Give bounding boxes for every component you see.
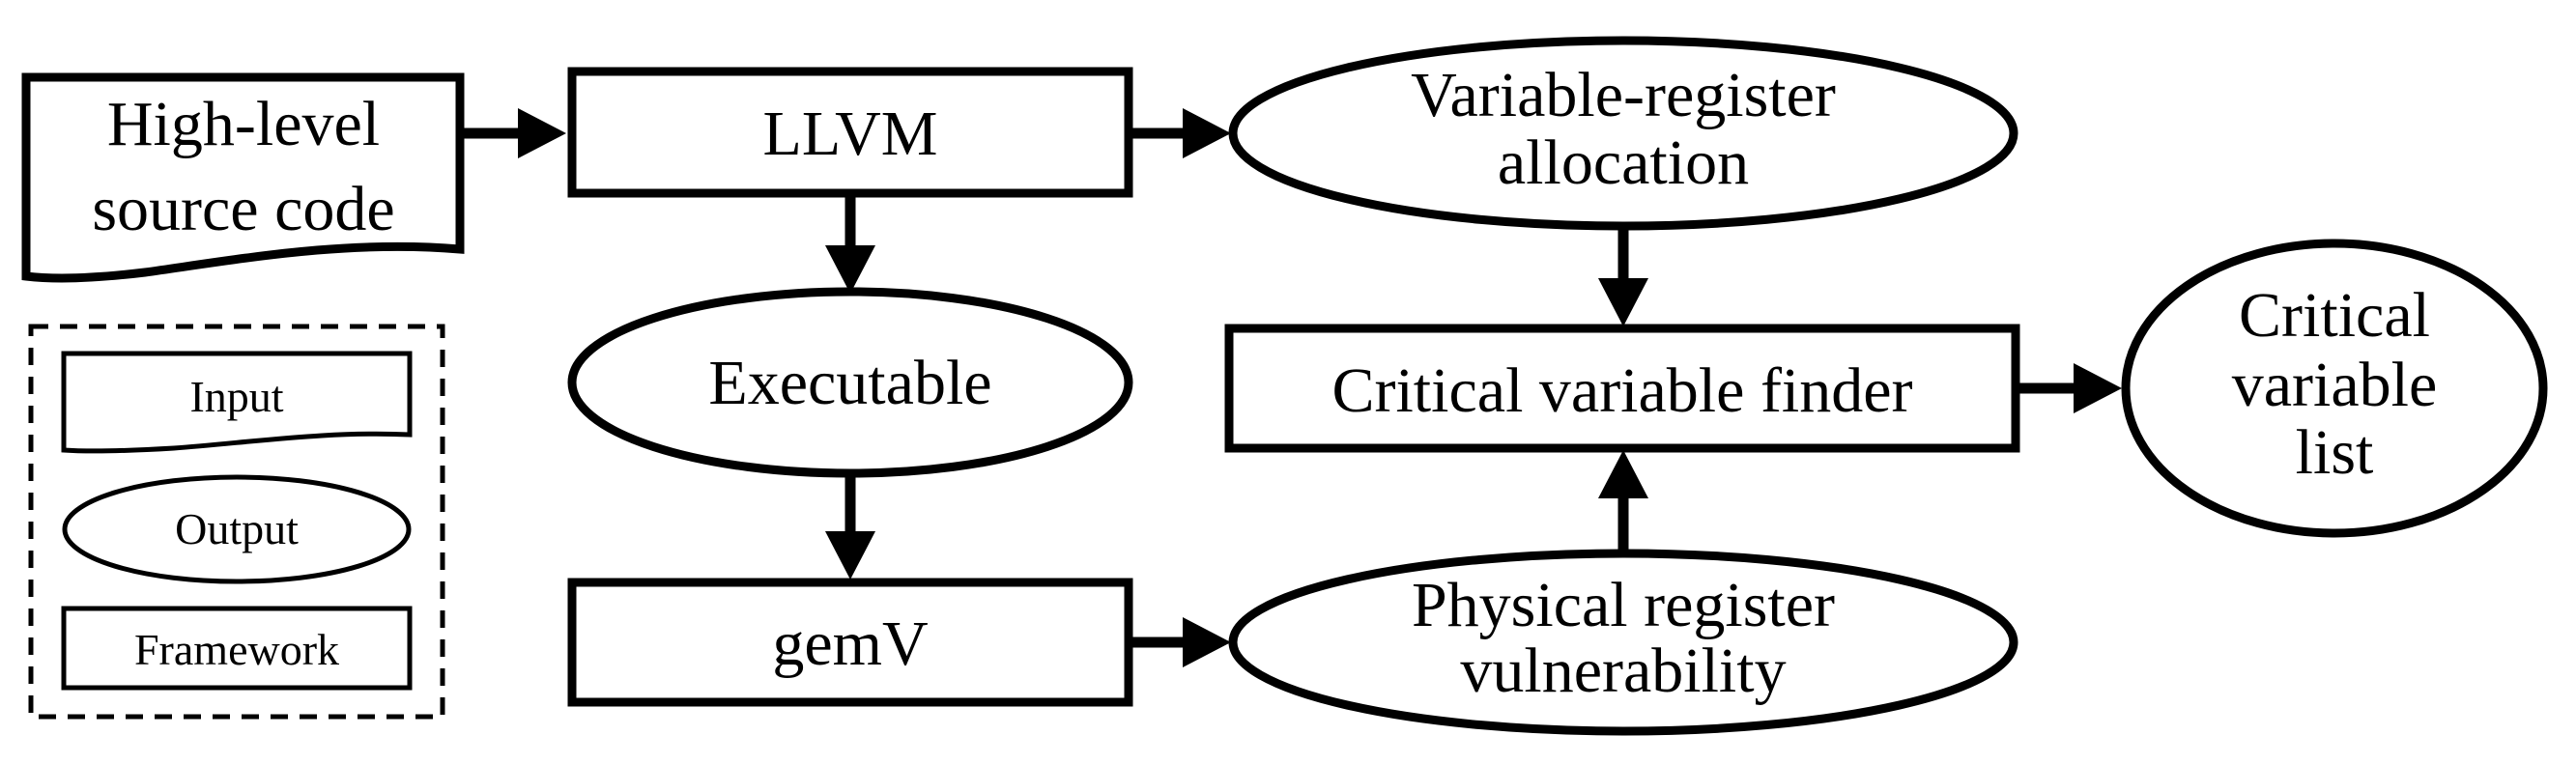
llvm-label: LLVM (763, 99, 938, 169)
legend-input-label: Input (189, 372, 283, 421)
node-var-reg-alloc: Variable-register allocation (1228, 36, 2018, 231)
legend: Input Output Framework (28, 324, 445, 720)
edge-source-to-llvm (460, 108, 566, 158)
output-ellipse (2121, 239, 2548, 538)
edge-gemv-to-phys-reg-vuln (1129, 617, 1231, 667)
node-gemv: gemV (567, 578, 1133, 707)
crit-list-label-line3: list (2296, 417, 2374, 488)
legend-frame (28, 324, 445, 720)
legend-framework-label: Framework (134, 625, 339, 674)
legend-output-label: Output (175, 504, 299, 553)
phys-reg-vuln-label-line1: Physical register (1412, 570, 1835, 640)
gemv-label: gemV (772, 608, 928, 679)
node-llvm: LLVM (567, 67, 1133, 198)
var-reg-alloc-label-line2: allocation (1498, 127, 1749, 198)
source-code-label-line2: source code (92, 174, 394, 244)
edge-phys-reg-vuln-to-crit-finder (1598, 450, 1648, 551)
node-crit-list: Critical variable list (2121, 239, 2548, 538)
edge-llvm-to-var-reg-alloc (1129, 108, 1231, 158)
edge-var-reg-alloc-to-crit-finder (1598, 228, 1648, 326)
legend-output: Output (62, 474, 412, 584)
edge-llvm-to-executable (825, 193, 875, 294)
output-ellipse (567, 287, 1133, 478)
edge-crit-finder-to-crit-list (2016, 363, 2122, 413)
source-code-label-line1: High-level (107, 89, 380, 159)
node-executable: Executable (567, 287, 1133, 478)
framework-box (1224, 324, 2020, 453)
framework-box (567, 67, 1133, 198)
legend-framework-box (61, 606, 413, 691)
output-ellipse (1228, 36, 2018, 231)
legend-output-ellipse (62, 474, 412, 584)
legend-framework: Framework (61, 606, 413, 691)
var-reg-alloc-label-line1: Variable-register (1411, 60, 1836, 130)
edges (460, 108, 2122, 667)
input-shape (21, 72, 465, 283)
crit-list-label-line1: Critical (2239, 280, 2430, 351)
output-ellipse (1228, 549, 2018, 736)
phys-reg-vuln-label-line2: vulnerability (1460, 636, 1786, 706)
legend-input-shape (61, 351, 413, 454)
legend-input: Input (61, 351, 413, 454)
node-crit-finder: Critical variable finder (1224, 324, 2020, 453)
crit-list-label-line2: variable (2232, 350, 2438, 420)
edge-executable-to-gemv (825, 473, 875, 580)
executable-label: Executable (708, 348, 991, 418)
crit-finder-label: Critical variable finder (1331, 355, 1912, 426)
node-source-code: High-level source code (21, 72, 465, 283)
node-phys-reg-vuln: Physical register vulnerability (1228, 549, 2018, 736)
framework-box (567, 578, 1133, 707)
